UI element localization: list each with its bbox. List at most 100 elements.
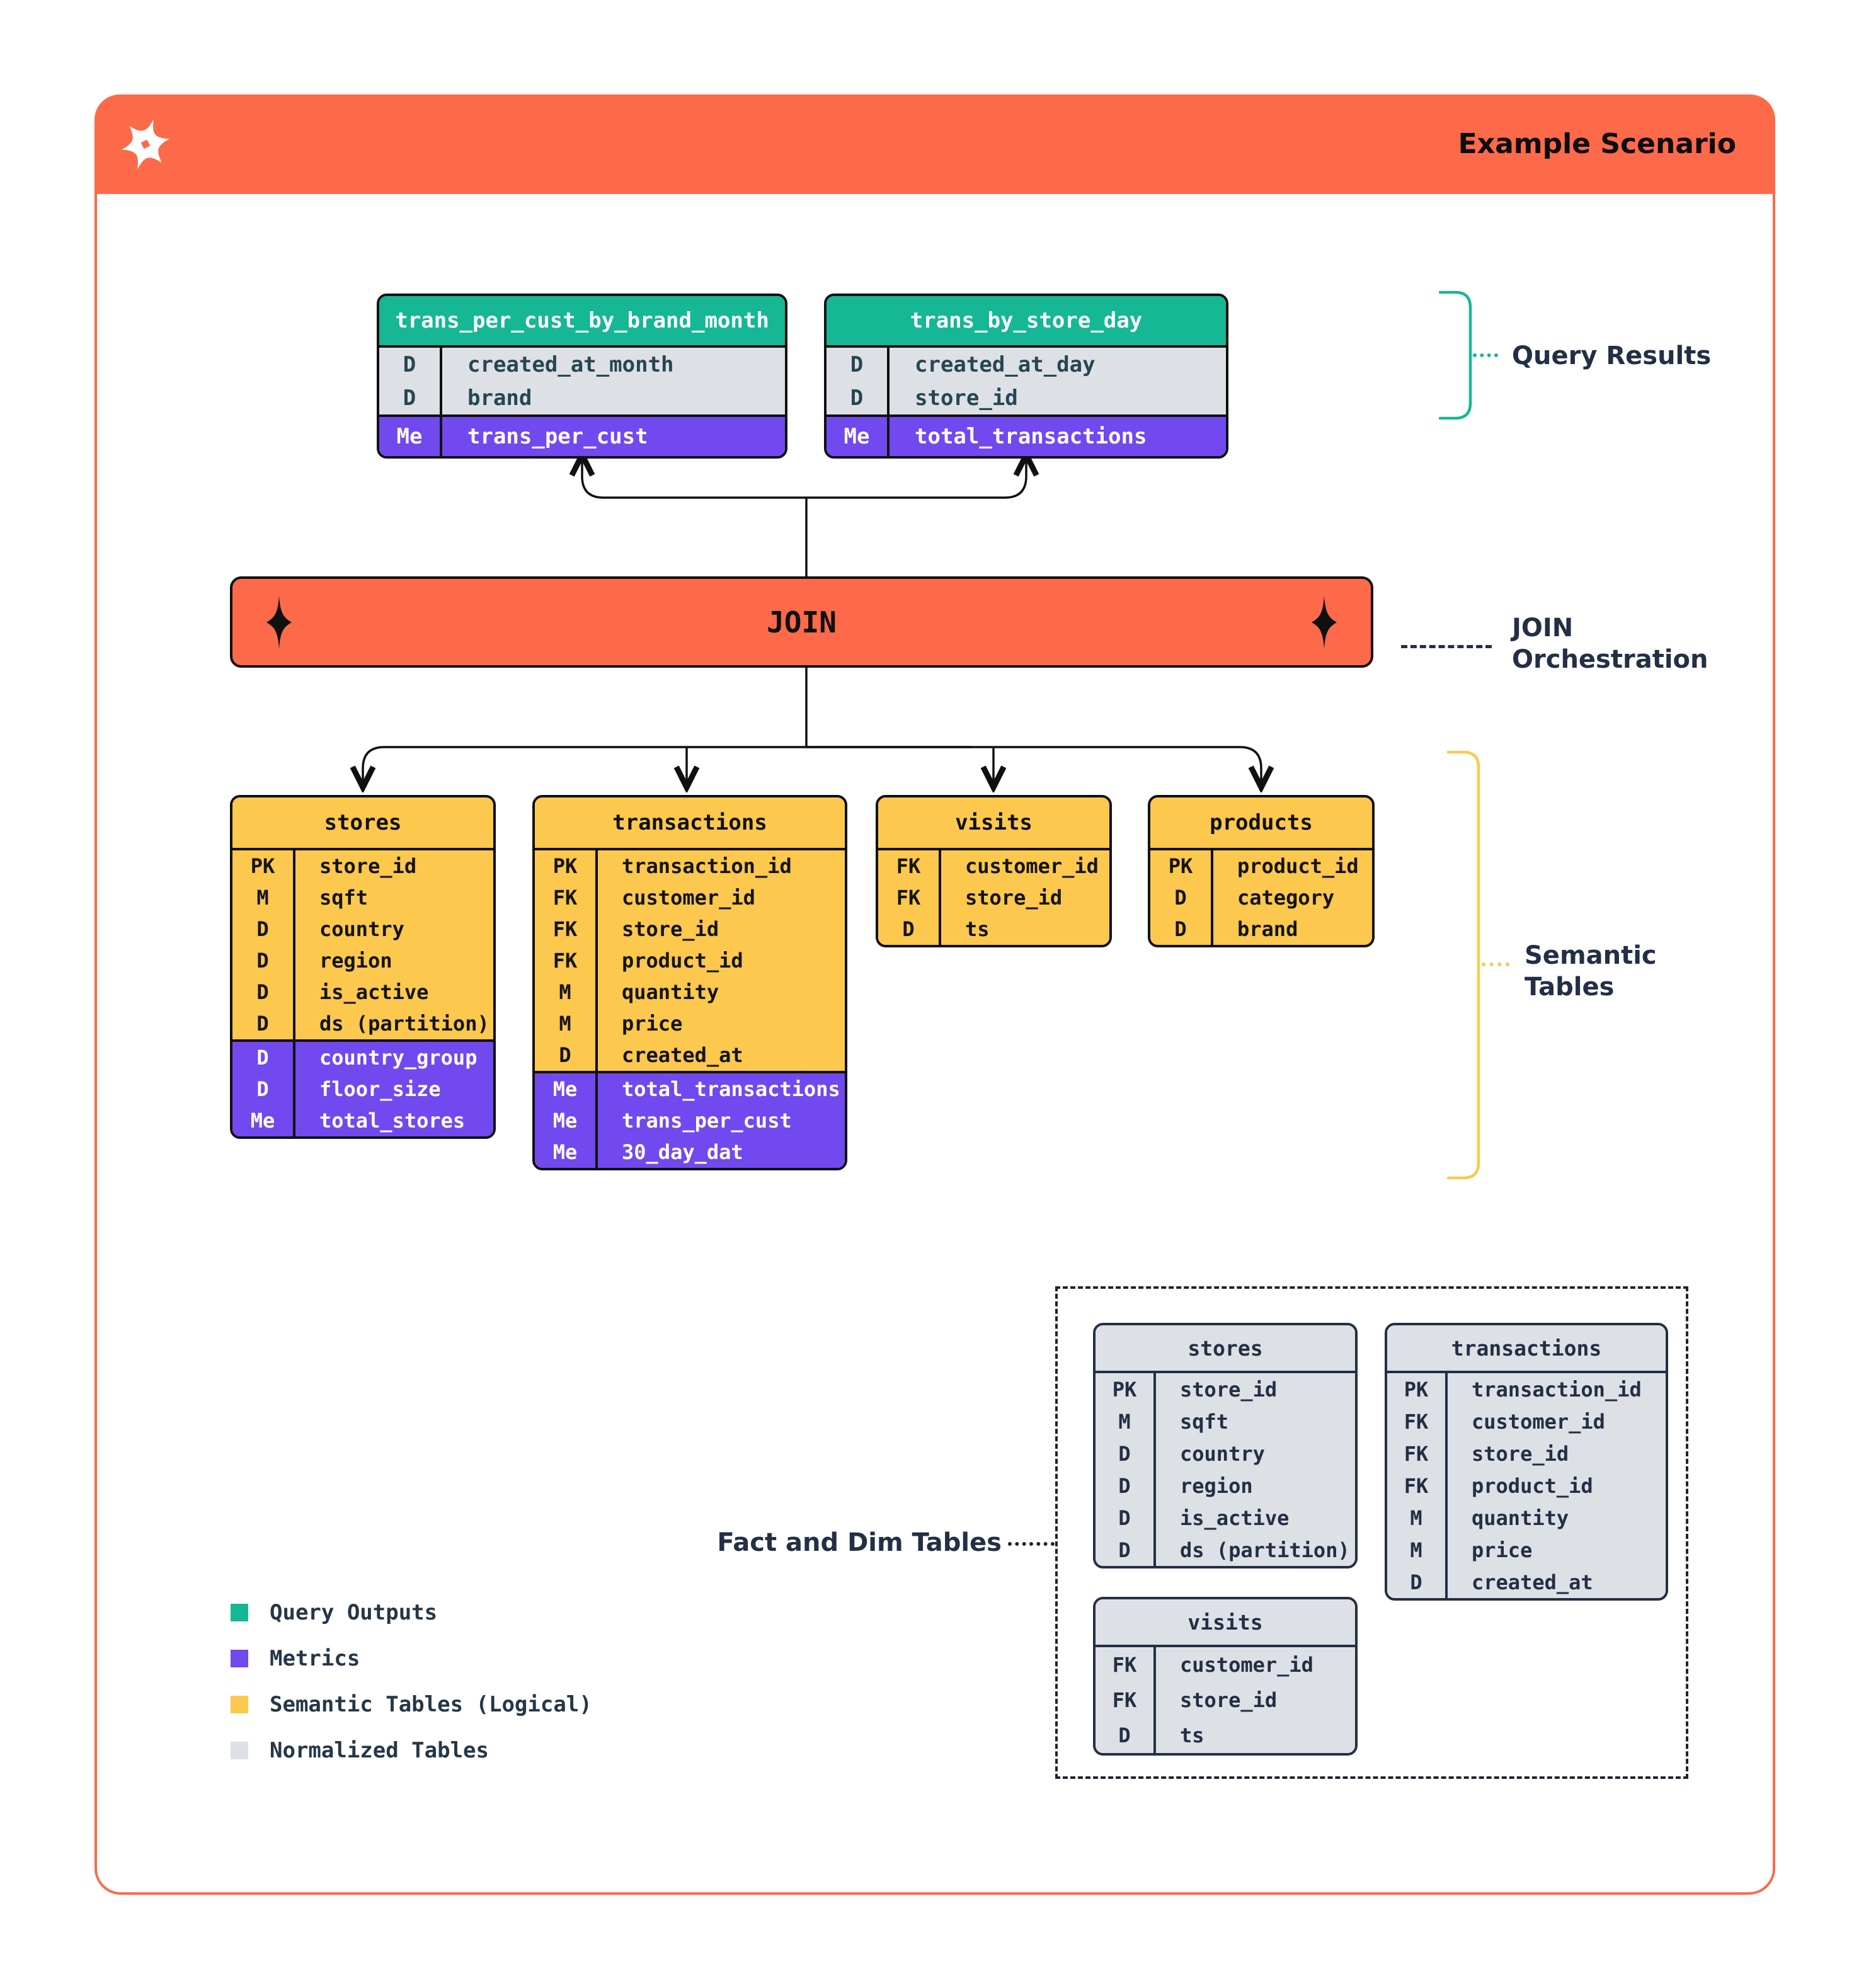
row-name: price — [622, 1012, 683, 1036]
row-key: D — [232, 945, 295, 976]
fact-dim-box — [1055, 1286, 1688, 1779]
legend-label: Normalized Tables — [270, 1738, 489, 1763]
table-title: visits — [878, 797, 1109, 850]
row-name: ts — [1180, 1723, 1204, 1747]
table-row: FK customer_id — [1096, 1647, 1355, 1682]
row-key: FK — [535, 913, 598, 945]
row-key: Me — [232, 1105, 295, 1136]
row-key: FK — [878, 882, 941, 913]
row-name: total_transactions — [622, 1077, 840, 1101]
row-name: country — [319, 917, 404, 941]
table-title: visits — [1096, 1599, 1355, 1647]
row-name: quantity — [622, 980, 719, 1004]
table-title: products — [1150, 797, 1372, 850]
row-key: D — [232, 1073, 295, 1105]
join-orchestration-label: JOIN Orchestration — [1512, 612, 1708, 675]
join-orchestration-line2: Orchestration — [1512, 645, 1708, 674]
row-key: PK — [232, 850, 295, 882]
row-key: FK — [535, 882, 598, 913]
row-key: M — [1387, 1502, 1448, 1534]
legend-swatch-green — [231, 1604, 248, 1621]
legend-label: Metrics — [270, 1646, 360, 1671]
row-name: country_group — [319, 1046, 478, 1070]
row-name: created_at_day — [915, 351, 1096, 377]
row-name: ts — [965, 917, 990, 941]
row-key: Me — [535, 1136, 598, 1168]
semantic-tables-bracket-icon — [1447, 751, 1480, 1179]
row-key: FK — [1387, 1405, 1448, 1437]
row-name: brand — [1237, 917, 1298, 941]
row-key: M — [1387, 1534, 1448, 1566]
row-name: price — [1472, 1538, 1533, 1562]
row-name: ds (partition) — [319, 1012, 489, 1036]
row-key: D — [232, 976, 295, 1008]
row-name: total_transactions — [915, 424, 1147, 449]
row-name: region — [1180, 1473, 1253, 1498]
row-name: customer_id — [1180, 1653, 1313, 1677]
row-name: brand — [467, 385, 532, 411]
row-name: store_id — [915, 385, 1018, 411]
sparkle-icon — [266, 595, 292, 649]
row-key: D — [379, 381, 442, 414]
row-name: created_at_month — [467, 351, 674, 377]
row-key: D — [827, 381, 890, 414]
row-key: Me — [379, 417, 442, 456]
fact-dim-label: Fact and Dim Tables — [717, 1528, 1002, 1557]
row-name: trans_per_cust — [467, 424, 648, 449]
legend-swatch-gray — [231, 1742, 248, 1759]
row-key: D — [1150, 882, 1213, 913]
row-name: customer_id — [1472, 1409, 1605, 1434]
row-key: M — [535, 1008, 598, 1039]
legend-swatch-purple — [231, 1650, 248, 1667]
row-name: store_id — [1472, 1441, 1569, 1466]
table-row: Me trans_per_cust — [379, 417, 785, 456]
row-key: FK — [1387, 1470, 1448, 1502]
query-results-label: Query Results — [1512, 341, 1712, 370]
row-name: store_id — [965, 886, 1063, 910]
row-key: FK — [1096, 1647, 1156, 1682]
row-key: D — [1150, 913, 1213, 945]
table-row: FK customer_id — [1387, 1405, 1666, 1437]
row-key: D — [878, 913, 941, 945]
row-name: is_active — [319, 980, 429, 1004]
fact-dim-connector — [1008, 1542, 1055, 1546]
join-label: JOIN — [767, 605, 837, 639]
row-name: customer_id — [622, 886, 755, 910]
row-key: D — [232, 1008, 295, 1039]
